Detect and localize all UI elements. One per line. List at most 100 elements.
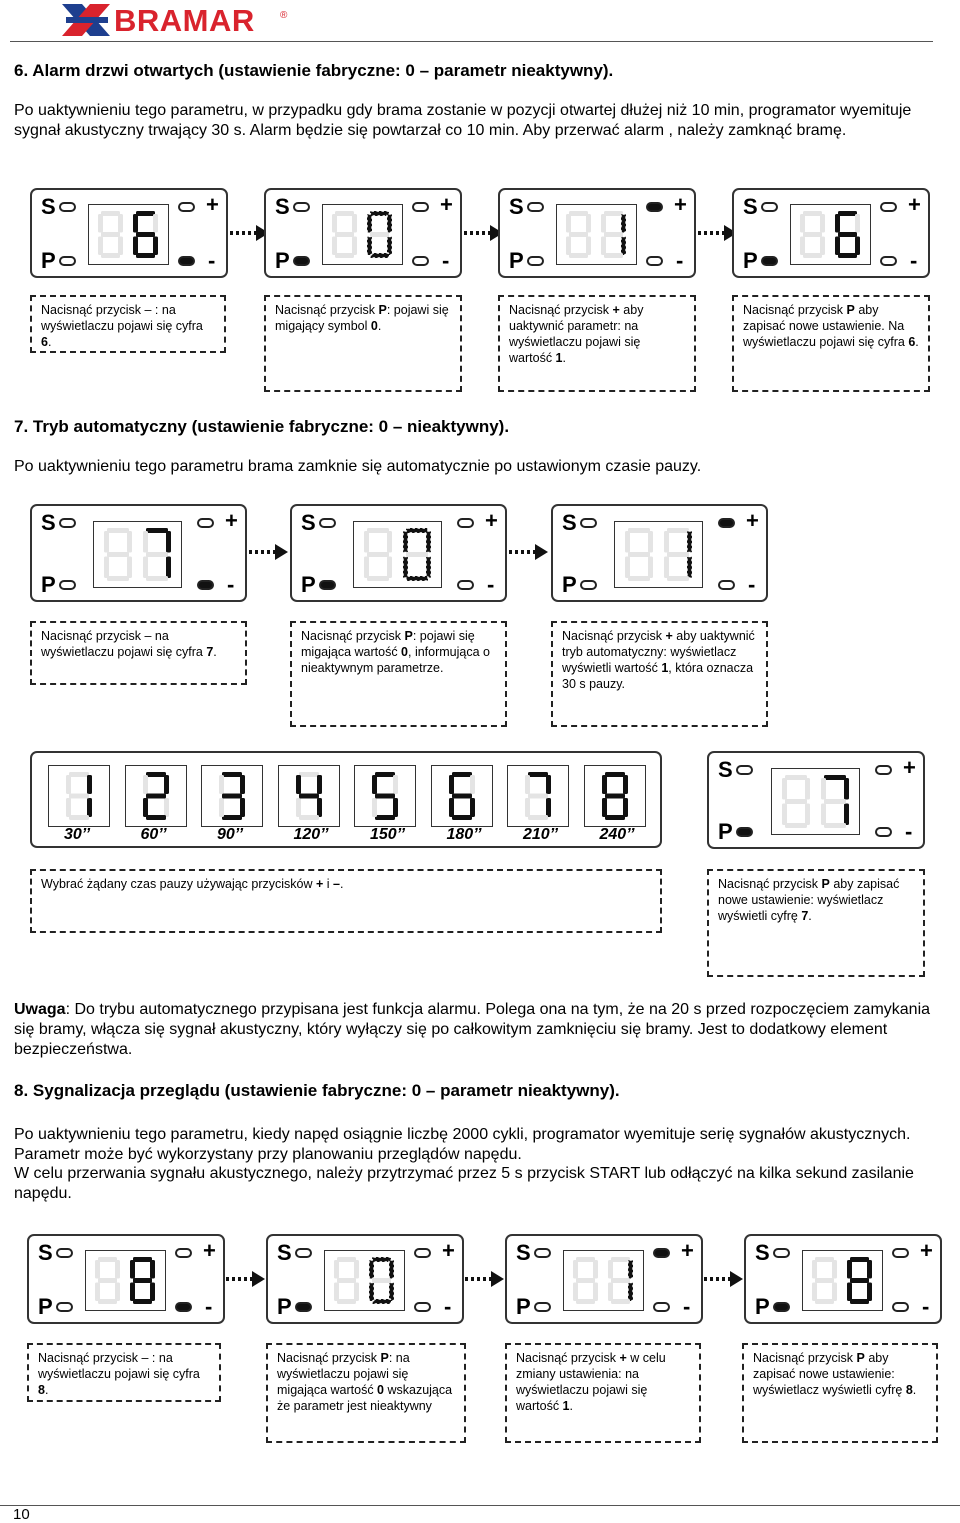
- p-button-label[interactable]: P: [301, 572, 316, 597]
- note-emphasis: P: [846, 303, 855, 317]
- s-led: [59, 518, 76, 528]
- minus-button-label[interactable]: -: [905, 819, 913, 844]
- p-led: [580, 580, 597, 590]
- pause-digit-cell: [507, 765, 569, 827]
- note-text: Nacisnąć przycisk: [562, 629, 666, 643]
- arrow-right-icon: [230, 224, 270, 242]
- note-text: Nacisnąć przycisk – : na wyświetlaczu po…: [38, 1351, 200, 1381]
- sec6-note-1: Nacisnąć przycisk – : na wyświetlaczu po…: [30, 295, 226, 353]
- note-emphasis: 6: [908, 335, 916, 349]
- sec8-note-2: Nacisnąć przycisk P: na wyświetlaczu poj…: [266, 1343, 466, 1443]
- plus-button-label[interactable]: +: [908, 192, 921, 217]
- plus-button-label[interactable]: +: [674, 192, 687, 217]
- s-label: S: [718, 757, 733, 782]
- p-button-label[interactable]: P: [562, 572, 577, 597]
- pause-time-strip: [30, 751, 662, 848]
- sec6-note-4: Nacisnąć przycisk P aby zapisać nowe ust…: [732, 295, 930, 392]
- p-button-label[interactable]: P: [41, 572, 56, 597]
- note-text: .: [47, 335, 52, 349]
- plus-button-label[interactable]: +: [206, 192, 219, 217]
- p-button-label[interactable]: P: [275, 248, 290, 273]
- minus-button-label[interactable]: -: [676, 248, 684, 273]
- seven-segment-display: [573, 1257, 634, 1304]
- seven-segment-display: [98, 211, 158, 258]
- note-emphasis: P: [380, 1351, 389, 1365]
- note-text: aby zapisać nowe ustawienie: wyświetlacz…: [718, 877, 900, 923]
- minus-button-label[interactable]: -: [227, 572, 235, 597]
- note-text: .: [44, 1383, 49, 1397]
- p-button-label[interactable]: P: [41, 248, 56, 273]
- plus-led: [457, 518, 474, 528]
- plus-button-label[interactable]: +: [746, 508, 759, 533]
- note-emphasis: +: [665, 629, 673, 643]
- display-screen: [563, 1250, 644, 1311]
- p-led: [295, 1302, 312, 1312]
- note-emphasis: 1: [562, 1399, 570, 1413]
- minus-button-label[interactable]: -: [205, 1294, 213, 1319]
- plus-button-label[interactable]: +: [681, 1238, 694, 1263]
- minus-button-label[interactable]: -: [444, 1294, 452, 1319]
- note-text: , która oznacza 30 s pauzy.: [562, 661, 754, 691]
- p-button-label[interactable]: P: [755, 1294, 770, 1319]
- sec8-note-3: Nacisnąć przycisk + w celu zmiany ustawi…: [505, 1343, 701, 1443]
- note-emphasis: 1: [661, 661, 669, 675]
- pause-time-label: 180’’: [446, 826, 482, 843]
- minus-led: [175, 1302, 192, 1312]
- s-label: S: [301, 510, 316, 535]
- note-text: Nacisnąć przycisk – na wyświetlaczu poja…: [41, 629, 207, 659]
- note-text: .: [377, 319, 382, 333]
- minus-button-label[interactable]: -: [442, 248, 450, 273]
- plus-button-label[interactable]: +: [442, 1238, 455, 1263]
- note-emphasis: +: [612, 303, 620, 317]
- s-label: S: [275, 194, 290, 219]
- display-screen: [322, 204, 403, 265]
- plus-button-label[interactable]: +: [920, 1238, 933, 1263]
- seven-segment-digit: [142, 772, 169, 820]
- section-8-heading: 8. Sygnalizacja przeglądu (ustawienie fa…: [14, 1081, 620, 1100]
- seven-segment-display: [800, 211, 860, 258]
- registered-mark: ®: [280, 10, 288, 21]
- note-emphasis: +: [619, 1351, 627, 1365]
- p-button-label[interactable]: P: [743, 248, 758, 273]
- p-button-label[interactable]: P: [38, 1294, 53, 1319]
- minus-led: [178, 256, 195, 266]
- minus-led: [880, 256, 897, 266]
- s-label: S: [755, 1240, 770, 1265]
- plus-button-label[interactable]: +: [440, 192, 453, 217]
- plus-button-label[interactable]: +: [903, 755, 916, 780]
- pause-time-label: 90’’: [217, 826, 244, 843]
- minus-button-label[interactable]: -: [208, 248, 216, 273]
- plus-led: [197, 518, 214, 528]
- plus-button-label[interactable]: +: [485, 508, 498, 533]
- note-text: Nacisnąć przycisk: [743, 303, 847, 317]
- p-button-label[interactable]: P: [516, 1294, 531, 1319]
- s-label: S: [562, 510, 577, 535]
- note-text: Nacisnąć przycisk: [301, 629, 405, 643]
- p-led: [761, 256, 778, 266]
- s-label: S: [516, 1240, 531, 1265]
- p-button-label[interactable]: P: [718, 819, 733, 844]
- sec7-panel-3: S P + -: [551, 504, 768, 602]
- plus-button-label[interactable]: +: [225, 508, 238, 533]
- minus-button-label[interactable]: -: [487, 572, 495, 597]
- minus-button-label[interactable]: -: [683, 1294, 691, 1319]
- plus-led: [653, 1248, 670, 1258]
- minus-button-label[interactable]: -: [748, 572, 756, 597]
- plus-led: [412, 202, 429, 212]
- p-button-label[interactable]: P: [277, 1294, 292, 1319]
- minus-button-label[interactable]: -: [922, 1294, 930, 1319]
- s-led: [580, 518, 597, 528]
- plus-led: [892, 1248, 909, 1258]
- note-text: Nacisnąć przycisk: [516, 1351, 620, 1365]
- note-emphasis: 7: [206, 645, 214, 659]
- plus-led: [646, 202, 663, 212]
- p-button-label[interactable]: P: [509, 248, 524, 273]
- note-text: : pojawi się migający symbol: [275, 303, 449, 333]
- note-text: .: [340, 877, 344, 891]
- seven-segment-digit: [525, 772, 551, 820]
- note-emphasis: 8: [905, 1383, 913, 1397]
- plus-button-label[interactable]: +: [203, 1238, 216, 1263]
- sec6-note-2: Nacisnąć przycisk P: pojawi się migający…: [264, 295, 462, 392]
- minus-button-label[interactable]: -: [910, 248, 918, 273]
